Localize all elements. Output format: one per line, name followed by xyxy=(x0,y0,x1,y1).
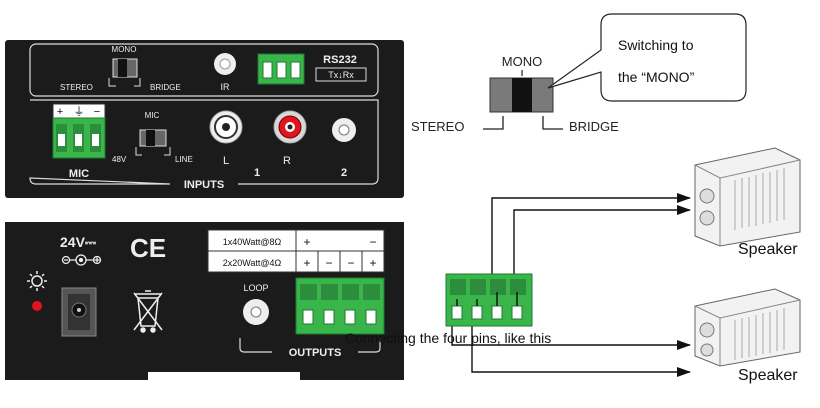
power-led xyxy=(32,301,42,311)
48v-label: 48V xyxy=(112,155,127,164)
voltage-label: 24V⎓ xyxy=(60,234,97,250)
table-row2-sign-1: + xyxy=(303,256,310,270)
sun-icon xyxy=(27,271,47,291)
callout-line-2: the “MONO” xyxy=(618,69,695,85)
inputs-frame xyxy=(29,99,379,185)
table-row2-label: 2x20Watt@4Ω xyxy=(223,258,282,268)
mic-plus-label: + xyxy=(57,106,63,118)
rca-right-jack[interactable] xyxy=(273,110,307,144)
mic-line-switch[interactable]: MIC 48V LINE xyxy=(112,111,193,164)
callout-bubble: Switching to the “MONO” xyxy=(547,13,747,102)
wire-3 xyxy=(471,320,691,377)
stereo-label: STEREO xyxy=(60,83,93,92)
outputs-bracket xyxy=(239,338,381,353)
mode-switch-detail: MONO STEREO BRIDGE xyxy=(411,54,619,134)
ir-sensor: IR xyxy=(214,53,236,92)
mic-terminal-label: MIC xyxy=(69,168,89,180)
speaker-2 xyxy=(694,288,801,367)
speaker-wires xyxy=(451,193,691,377)
wire-1 xyxy=(491,193,691,292)
speaker-2-label: Speaker xyxy=(738,367,798,384)
mode-switch-small[interactable]: MONO STEREO BRIDGE xyxy=(60,45,181,92)
bridge-label: BRIDGE xyxy=(150,83,181,92)
speaker-1-label: Speaker xyxy=(738,241,798,258)
top-rear-panel: MONO STEREO BRIDGE IR RS232 Tx↓Rx + ⏚ xyxy=(5,40,404,198)
rs232-label: RS232 xyxy=(323,54,357,66)
txrx-label: Tx↓Rx xyxy=(328,70,354,80)
detail-terminal-block xyxy=(445,273,533,327)
detail-switch-knob xyxy=(512,78,532,112)
callout-line-1: Switching to xyxy=(618,37,694,53)
ir-label: IR xyxy=(221,82,231,92)
table-row1-label: 1x40Watt@8Ω xyxy=(223,237,282,247)
rs232-terminal[interactable] xyxy=(257,53,305,85)
bottom-rear-panel: 24V⎓ CE xyxy=(5,222,404,380)
crossed-bin-icon xyxy=(133,290,163,333)
rca-left-jack[interactable] xyxy=(209,110,243,144)
table-row1-plus: + xyxy=(303,235,310,249)
table-row2-sign-2: − xyxy=(325,256,332,270)
mode-switch-knob[interactable] xyxy=(118,59,127,77)
input-2-label: 2 xyxy=(341,167,347,179)
mic-line-knob[interactable] xyxy=(146,130,155,146)
polarity-symbol-icon xyxy=(61,254,102,266)
mono-label: MONO xyxy=(112,45,137,54)
mic-ground-label: ⏚ xyxy=(74,105,85,118)
r-label: R xyxy=(283,155,291,167)
mic-minus-label: − xyxy=(94,106,100,118)
loop-label: LOOP xyxy=(243,283,268,293)
wire-2 xyxy=(513,205,691,292)
dc-power-jack[interactable] xyxy=(61,287,97,337)
table-row1-minus: − xyxy=(369,235,376,249)
detail-stereo-label: STEREO xyxy=(411,119,464,134)
outputs-label: OUTPUTS xyxy=(289,347,342,359)
mic-switch-label: MIC xyxy=(145,111,160,120)
top-upper-frame xyxy=(29,43,379,97)
table-row2-sign-4: + xyxy=(369,256,376,270)
detail-bridge-label: BRIDGE xyxy=(569,119,619,134)
l-label: L xyxy=(223,155,229,167)
loop-jack[interactable] xyxy=(243,299,269,325)
connection-caption: Connecting the four pins, like this xyxy=(345,330,551,346)
wattage-table: 1x40Watt@8Ω + − 2x20Watt@4Ω + − − + xyxy=(207,229,385,273)
inputs-label: INPUTS xyxy=(184,179,224,191)
line-label: LINE xyxy=(175,155,193,164)
input-2-jack[interactable] xyxy=(332,118,356,142)
outputs-terminal[interactable] xyxy=(295,277,385,335)
input-1-label: 1 xyxy=(254,167,260,179)
ce-mark: CE xyxy=(130,233,166,263)
mic-terminal[interactable]: + ⏚ − xyxy=(52,103,106,159)
detail-mono-label: MONO xyxy=(502,54,542,69)
speaker-1 xyxy=(694,147,801,247)
wire-4 xyxy=(451,320,691,350)
table-row2-sign-3: − xyxy=(347,256,354,270)
